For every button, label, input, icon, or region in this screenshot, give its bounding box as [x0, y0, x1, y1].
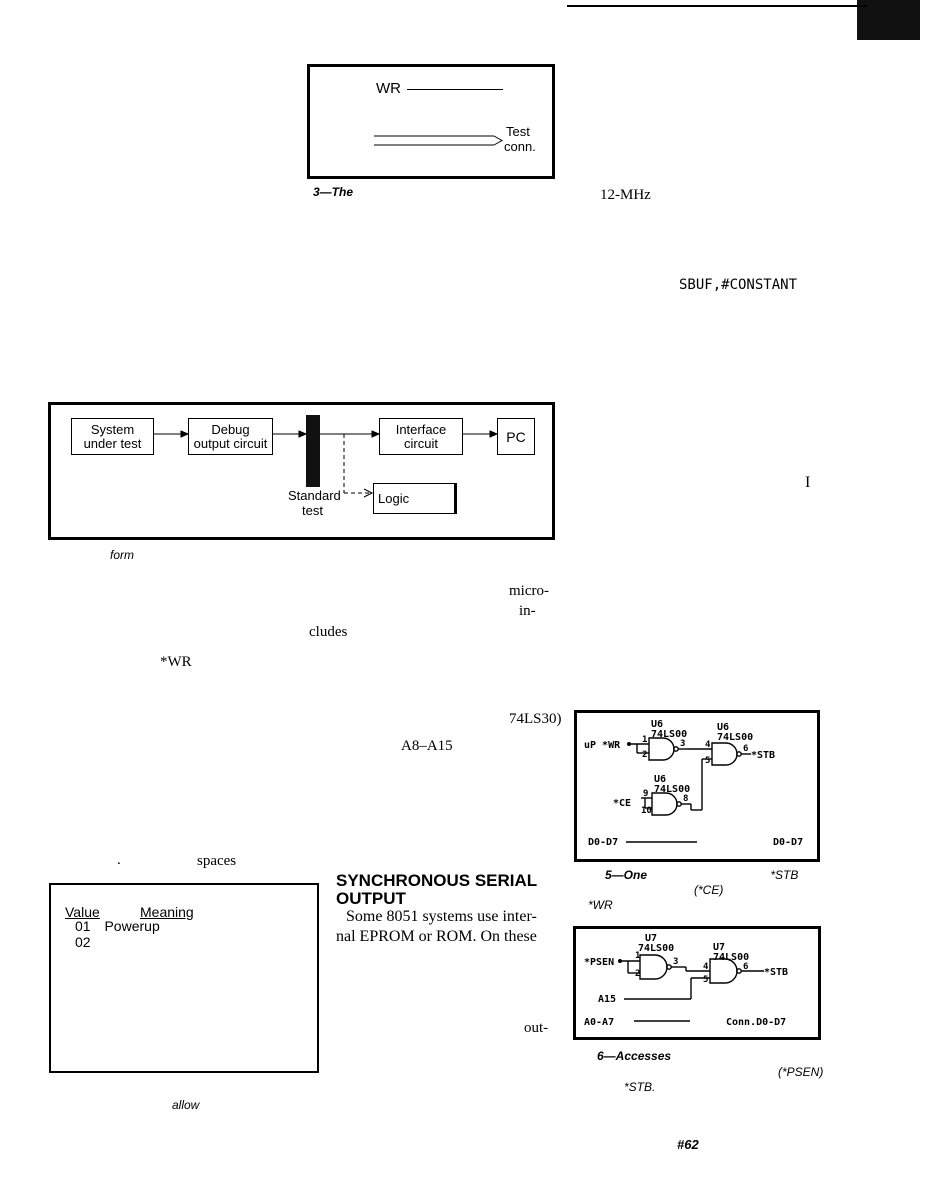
wr-label: WR — [376, 80, 401, 97]
u7-b-label: U7 — [713, 942, 725, 953]
svg-text:9: 9 — [643, 789, 648, 799]
u7-a-label: U7 — [645, 933, 657, 944]
wr-line — [407, 89, 503, 90]
figure-6-schematic: U7 74LS00 U7 74LS00 *PSEN A15 A0-A7 Conn… — [584, 933, 788, 1028]
text-74ls30: 74LS30) — [509, 711, 562, 727]
svg-text:4: 4 — [705, 740, 711, 750]
value-meaning-table: Value Meaning 01 Powerup 02 — [49, 883, 319, 1073]
test-label-fig4: test — [302, 503, 323, 518]
svg-text:5: 5 — [703, 975, 708, 985]
a0-a7-label: A0-A7 — [584, 1017, 614, 1028]
figure-6-caption-stb: *STB. — [624, 1080, 656, 1094]
ic-c-label: 74LS00 — [654, 784, 690, 795]
section-paragraph: Some 8051 systems use inter- nal EPROM o… — [336, 908, 537, 945]
svg-text:4: 4 — [703, 962, 709, 972]
u6-c-label: U6 — [654, 774, 666, 785]
conn-label: Conn.D0-D7 — [726, 1017, 786, 1028]
figure-6-caption: 6—Accesses — [597, 1049, 672, 1063]
standard-label: Standard — [288, 488, 341, 503]
figure-4-caption: form — [110, 548, 134, 562]
node-pc: PC — [497, 418, 535, 455]
section-heading: SYNCHRONOUS SERIAL OUTPUT — [336, 871, 538, 908]
table-row: 01 Powerup — [75, 918, 160, 934]
col-meaning-header: Meaning — [140, 904, 194, 920]
text-dot: . — [117, 852, 121, 868]
figure-5-schematic: U6 74LS00 U6 74LS00 U6 74LS00 uP *WR *CE… — [584, 719, 803, 848]
ce-label: *CE — [613, 798, 631, 809]
u6-a-label: U6 — [651, 719, 663, 730]
figure-5-caption-wr: *WR — [588, 898, 613, 912]
figure-3-caption: 3—The — [313, 185, 354, 199]
svg-text:2: 2 — [635, 969, 640, 979]
logic-box-thick-edge — [454, 483, 457, 514]
psen-label: *PSEN — [584, 957, 614, 968]
text-micro: micro- — [509, 583, 549, 599]
figure-4-arrows — [154, 430, 499, 498]
text-12mhz: 12-MHz — [600, 187, 651, 203]
text-roman-i: I — [805, 474, 811, 491]
corner-tab — [857, 0, 920, 40]
d-out-label: D0-D7 — [773, 837, 803, 848]
svg-text:6: 6 — [743, 962, 748, 972]
text-cludes: cludes — [309, 624, 348, 640]
d-in-label: D0-D7 — [588, 837, 618, 848]
up-wr-label: uP *WR — [584, 740, 621, 751]
a15-label: A15 — [598, 994, 616, 1005]
svg-text:1: 1 — [635, 951, 640, 961]
stb-label: *STB — [751, 750, 775, 761]
svg-text:8: 8 — [683, 794, 688, 804]
u6-b-label: U6 — [717, 722, 729, 733]
stb-label: *STB — [764, 967, 788, 978]
col-value-header: Value — [65, 904, 100, 920]
table-row: 02 — [75, 934, 91, 950]
table-caption: allow — [172, 1098, 200, 1112]
header-rule — [567, 5, 867, 7]
test-connector-arrow — [374, 135, 504, 146]
figure-5-box: U6 74LS00 U6 74LS00 U6 74LS00 uP *WR *CE… — [574, 710, 820, 862]
text-a8-a15: A8–A15 — [401, 738, 453, 754]
svg-text:3: 3 — [673, 957, 678, 967]
text-out: out- — [524, 1020, 549, 1036]
ic-a-label: 74LS00 — [651, 729, 687, 740]
figure-5-caption-ce: (*CE) — [694, 883, 724, 897]
svg-text:2: 2 — [642, 750, 647, 760]
text-wr: *WR — [160, 654, 192, 670]
svg-text:3: 3 — [680, 739, 685, 749]
test-label: Test — [506, 124, 530, 139]
text-spaces: spaces — [197, 853, 237, 869]
ic-b-label: 74LS00 — [717, 732, 753, 743]
text-in: in- — [519, 603, 536, 619]
text-sbuf-constant: SBUF,#CONSTANT — [679, 277, 798, 293]
figure-3-box: WR Test conn. — [307, 64, 555, 179]
conn-label: conn. — [504, 139, 536, 154]
ic-b-label: 74LS00 — [713, 952, 749, 963]
svg-text:5: 5 — [705, 756, 710, 766]
figure-6-box: U7 74LS00 U7 74LS00 *PSEN A15 A0-A7 Conn… — [573, 926, 821, 1040]
svg-text:1: 1 — [642, 735, 647, 745]
standard-test-connector-bar — [306, 415, 320, 487]
svg-text:6: 6 — [743, 744, 748, 754]
figure-5-caption: 5—One *STB — [605, 868, 799, 882]
issue-number: #62 — [677, 1137, 699, 1152]
figure-6-caption-psen: (*PSEN) — [778, 1065, 824, 1079]
svg-text:10: 10 — [641, 806, 652, 816]
ic-a-label: 74LS00 — [638, 943, 674, 954]
